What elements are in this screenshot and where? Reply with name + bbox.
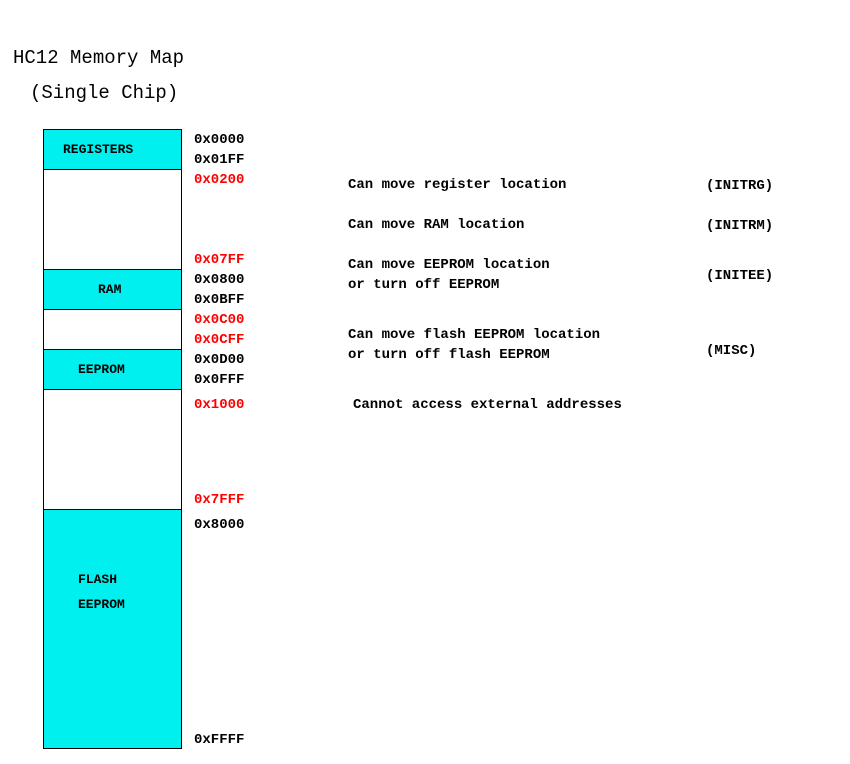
note-move-flash-line1: Can move flash EEPROM location: [348, 327, 601, 343]
diagram-title: HC12 Memory Map: [13, 47, 185, 69]
segment-eeprom-label: EEPROM: [78, 362, 125, 377]
address-label: 0x0FFF: [194, 372, 245, 388]
address-label: 0x0D00: [194, 352, 245, 368]
address-label: 0x0C00: [194, 312, 245, 328]
segment-unused-1: [43, 169, 182, 270]
register-ref-misc: (MISC): [706, 343, 757, 359]
segment-ram: RAM: [43, 269, 182, 310]
address-label: 0x1000: [194, 397, 245, 413]
note-move-eeprom-line1: Can move EEPROM location: [348, 257, 550, 273]
address-label: 0x8000: [194, 517, 245, 533]
segment-unused-3: [43, 389, 182, 510]
segment-flash-eeprom: FLASH EEPROM: [43, 509, 182, 749]
address-label: 0x7FFF: [194, 492, 245, 508]
register-ref-initrm: (INITRM): [706, 218, 774, 234]
register-ref-initrg: (INITRG): [706, 178, 774, 194]
segment-registers: REGISTERS: [43, 129, 182, 170]
address-label: 0x07FF: [194, 252, 245, 268]
segment-flash-label-line2: EEPROM: [78, 597, 125, 612]
address-label: 0x0200: [194, 172, 245, 188]
address-label: 0xFFFF: [194, 732, 245, 748]
note-move-eeprom-line2: or turn off EEPROM: [348, 277, 500, 293]
note-move-ram: Can move RAM location: [348, 217, 525, 233]
segment-registers-label: REGISTERS: [63, 142, 134, 157]
register-ref-initee: (INITEE): [706, 268, 774, 284]
address-label: 0x0800: [194, 272, 245, 288]
address-label: 0x0BFF: [194, 292, 245, 308]
address-label: 0x01FF: [194, 152, 245, 168]
note-move-flash-line2: or turn off flash EEPROM: [348, 347, 550, 363]
segment-unused-2: [43, 309, 182, 350]
note-move-registers: Can move register location: [348, 177, 567, 193]
address-label: 0x0000: [194, 132, 245, 148]
note-no-external: Cannot access external addresses: [353, 397, 622, 413]
diagram-subtitle: (Single Chip): [30, 82, 179, 104]
segment-flash-label-line1: FLASH: [78, 572, 118, 587]
segment-eeprom: EEPROM: [43, 349, 182, 390]
address-label: 0x0CFF: [194, 332, 245, 348]
segment-ram-label: RAM: [98, 282, 122, 297]
